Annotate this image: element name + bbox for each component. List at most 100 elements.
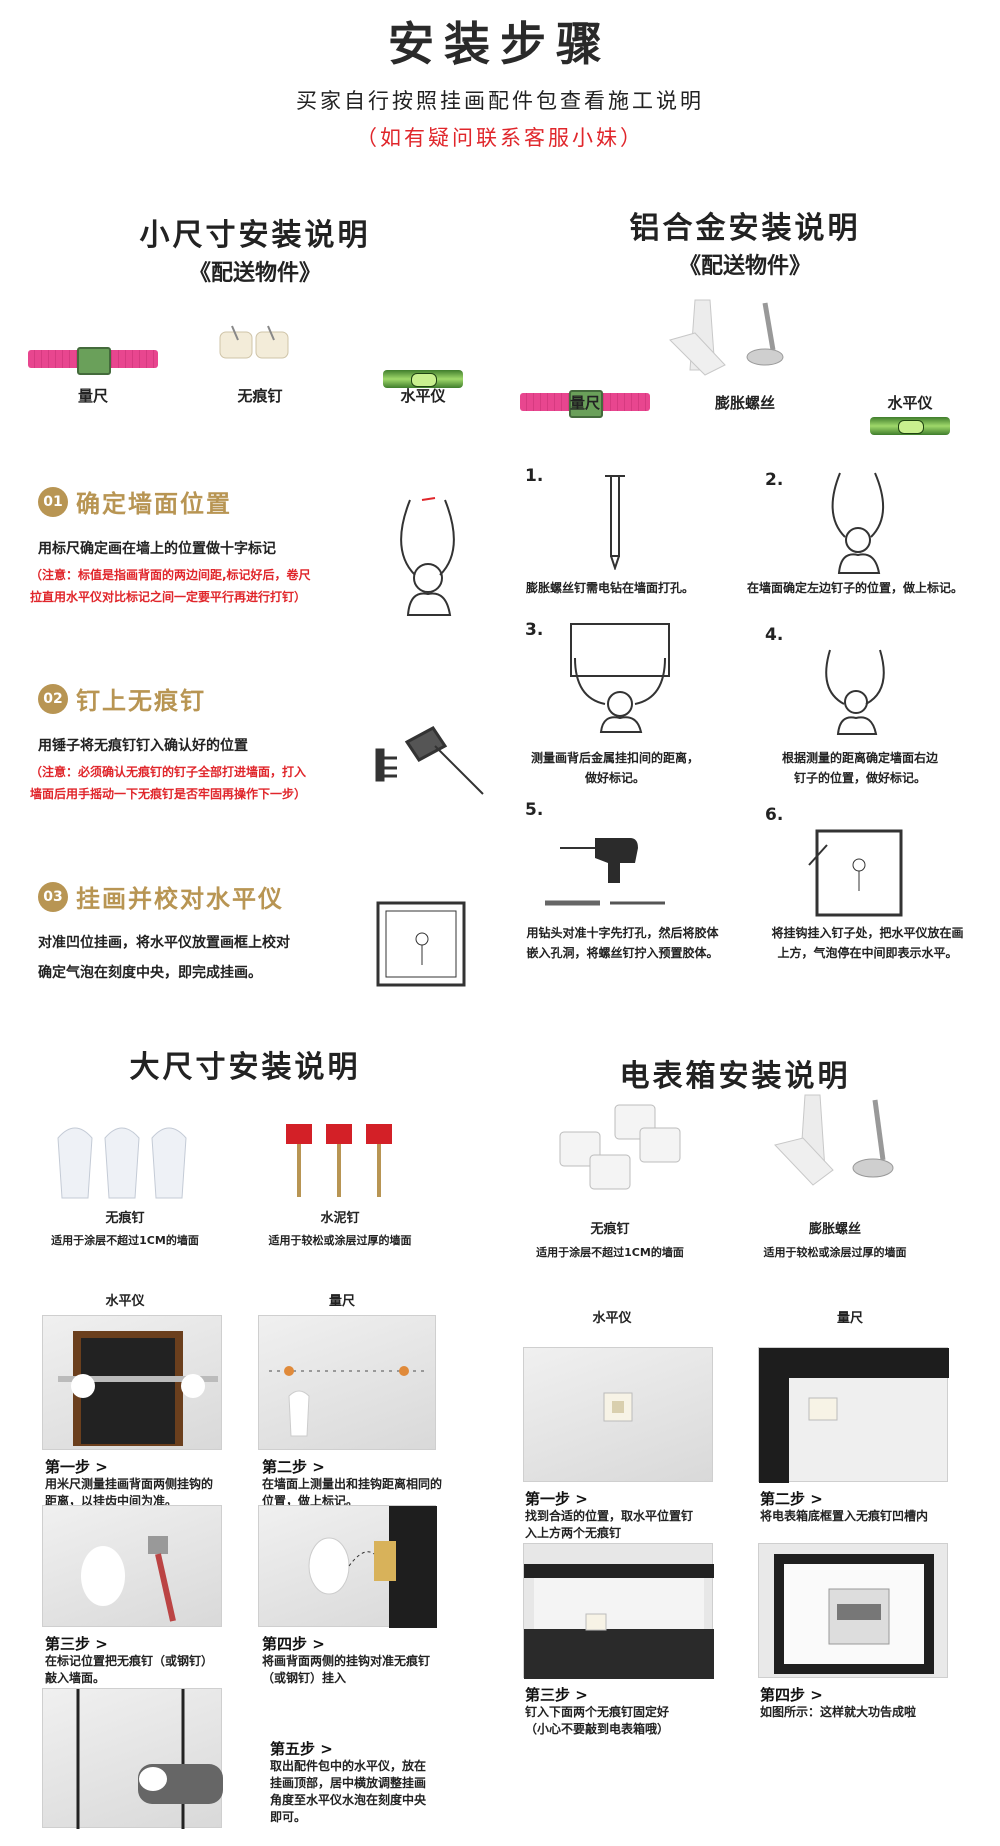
step-text: （或钢钉）挂入: [262, 1671, 347, 1685]
step-text: 挂画顶部，居中横放调整挂画: [270, 1776, 427, 1790]
item-label: 量尺: [836, 1311, 863, 1326]
step-title: 确定墙面位置: [76, 490, 232, 518]
step-heading: 第五步 >: [270, 1740, 333, 1758]
step-number: 6.: [765, 805, 784, 825]
step-title: 挂画并校对水平仪: [76, 885, 284, 913]
contact-note: （如有疑问联系客服小妹）: [356, 126, 644, 150]
step-text: 确定气泡在刻度中央，即完成挂画。: [38, 965, 262, 981]
step-photo: [42, 1315, 222, 1450]
step-photo: [758, 1347, 949, 1483]
seamless-nail-image: [212, 320, 302, 370]
step-text: 钉子的位置，做好标记。: [793, 771, 926, 785]
step-badge: 02: [38, 684, 68, 714]
drill-illustration: [540, 828, 670, 913]
step-number: 1.: [525, 466, 544, 486]
item-label: 膨胀螺丝: [808, 1222, 861, 1237]
item-label: 无痕钉: [590, 1222, 630, 1237]
step-photo: [258, 1505, 437, 1628]
step-number: 3.: [525, 620, 544, 640]
page-title: 安装步骤: [388, 17, 612, 71]
step-text: 位置，做上标记。: [262, 1494, 359, 1508]
small-items-title: 《配送物件》: [188, 261, 321, 286]
step-text: 入上方两个无痕钉: [525, 1526, 622, 1540]
step-text: 用标尺确定画在墙上的位置做十字标记: [38, 541, 276, 557]
step-text: 在墙面上测量出和挂钩距离相同的: [262, 1477, 443, 1491]
step-text: 如图所示：这样就大功告成啦: [760, 1705, 917, 1719]
item-label: 量尺: [328, 1294, 355, 1309]
step-heading: 第四步 >: [760, 1686, 823, 1704]
alu-items-title: 《配送物件》: [678, 254, 811, 279]
step-photo: [758, 1543, 948, 1678]
item-desc: 适用于较松或涂层过厚的墙面: [763, 1246, 907, 1259]
step-warning: （注意：标值是指画背面的两边间距,标记好后，卷尺: [30, 568, 311, 582]
step-number: 4.: [765, 625, 784, 645]
level-image: [870, 417, 950, 435]
item-label: 量尺: [77, 387, 108, 405]
step-text: 找到合适的位置，取水平位置钉: [525, 1509, 694, 1523]
step-text: 上方，气泡停在中间即表示水平。: [777, 946, 958, 960]
expansion-screw-image: [665, 295, 795, 380]
step-heading: 第三步 >: [525, 1686, 588, 1704]
step-text: 将电表箱底框置入无痕钉凹槽内: [760, 1509, 929, 1523]
step-photo: [42, 1505, 222, 1627]
item-label: 膨胀螺丝: [714, 394, 775, 412]
step-text: 钉入下面两个无痕钉固定好: [525, 1705, 670, 1719]
measure-hooks-illustration: [565, 618, 675, 733]
step-text: 做好标记。: [584, 771, 645, 785]
step-text: 取出配件包中的水平仪，放在: [270, 1759, 427, 1773]
step-photo: [42, 1688, 223, 1829]
alu-title: 铝合金安装说明: [629, 211, 861, 246]
step-text: 用锤子将无痕钉钉入确认好的位置: [38, 738, 248, 754]
step-heading: 第二步 >: [262, 1458, 325, 1476]
item-label: 水泥钉: [320, 1211, 360, 1226]
step-text: （小心不要敲到电表箱哦）: [525, 1722, 670, 1736]
hang-frame-illustration: [805, 825, 905, 920]
step-text: 敲入墙面。: [45, 1671, 106, 1685]
step-text: 嵌入孔洞，将螺丝钉拧入预置胶体。: [526, 946, 719, 960]
step-text: 距离，以挂齿中间为准。: [45, 1494, 178, 1508]
step-text: 在墙面确定左边钉子的位置，做上标记。: [746, 581, 963, 595]
step-text: 将挂钩挂入钉子处，把水平仪放在画: [771, 926, 964, 940]
screw-illustration: [600, 470, 630, 572]
step-text: 对准凹位挂画，将水平仪放置画框上校对: [38, 935, 290, 951]
step-text: 用钻头对准十字先打孔，然后将胶体: [526, 926, 719, 940]
step-text: 用米尺测量挂画背面两侧挂钩的: [45, 1477, 214, 1491]
step-heading: 第三步 >: [45, 1635, 108, 1653]
step-heading: 第一步 >: [45, 1458, 108, 1476]
step-text: 在标记位置把无痕钉（或钢钉）: [45, 1654, 214, 1668]
step-title: 钉上无痕钉: [76, 687, 206, 715]
cement-nails-image: [280, 1112, 400, 1202]
item-label: 无痕钉: [237, 387, 283, 405]
small-title: 小尺寸安装说明: [139, 218, 371, 253]
step-text: 将画背面两侧的挂钩对准无痕钉: [262, 1654, 431, 1668]
step-badge: 03: [38, 882, 68, 912]
item-desc: 适用于涂层不超过1CM的墙面: [51, 1234, 199, 1247]
step-heading: 第一步 >: [525, 1490, 588, 1508]
step-photo: [523, 1347, 713, 1482]
step-photo: [523, 1543, 714, 1679]
step-text: 即可。: [270, 1810, 307, 1824]
mark-wall-illustration: [380, 490, 480, 620]
step-warning: 拉直用水平仪对比标记之间一定要平行再进行打钉）: [30, 590, 307, 604]
framed-picture-illustration: [372, 895, 472, 990]
step-number: 2.: [765, 470, 784, 490]
level-image: [383, 370, 463, 388]
mark-wall-illustration: [815, 465, 905, 575]
item-label: 水平仪: [592, 1311, 632, 1326]
step-text: 根据测量的距离确定墙面右边: [781, 751, 938, 765]
step-photo: [258, 1315, 436, 1450]
step-badge: 01: [38, 487, 68, 517]
step-warning: （注意：必须确认无痕钉的钉子全部打进墙面，打入: [30, 765, 307, 779]
item-desc: 适用于涂层不超过1CM的墙面: [536, 1246, 684, 1259]
step-text: 角度至水平仪水泡在刻度中央: [270, 1793, 427, 1807]
box-title: 电表箱安装说明: [619, 1059, 851, 1094]
step-warning: 墙面后用手摇动一下无痕钉是否牢固再操作下一步）: [30, 787, 307, 801]
step-text: 膨胀螺丝钉需电钻在墙面打孔。: [525, 581, 694, 595]
item-label: 无痕钉: [105, 1211, 145, 1226]
step-number: 5.: [525, 800, 544, 820]
large-title: 大尺寸安装说明: [129, 1050, 361, 1085]
step-text: 测量画背后金属挂扣间的距离，: [530, 751, 699, 765]
expansion-screw-image: [765, 1090, 905, 1195]
step-heading: 第四步 >: [262, 1635, 325, 1653]
item-desc: 适用于较松或涂层过厚的墙面: [268, 1234, 412, 1247]
